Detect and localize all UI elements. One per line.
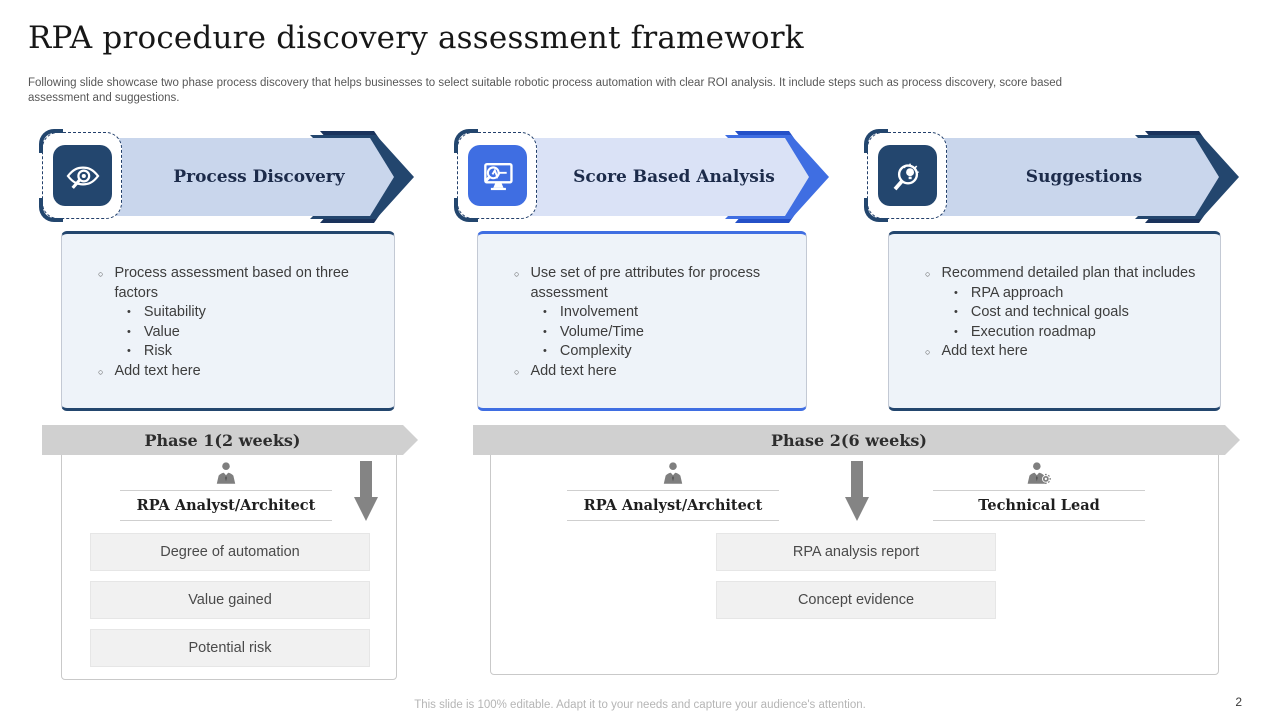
header-label: Suggestions	[1025, 167, 1143, 187]
deliverable-box: Degree of automation	[90, 533, 370, 571]
content-box-suggestions: ○ Recommend detailed plan that includes •…	[888, 231, 1221, 411]
circle-bullet: ○	[925, 269, 931, 279]
sub-bullet-text: Value	[143, 323, 180, 340]
phase1-label: Phase 1(2 weeks)	[144, 430, 301, 450]
down-arrow-icon	[845, 461, 869, 521]
phase2-bar: Phase 2(6 weeks)	[473, 425, 1240, 455]
phase2-label: Phase 2(6 weeks)	[771, 430, 927, 450]
sub-bullet-text: Risk	[143, 343, 173, 359]
header-suggestions: Suggestions	[864, 129, 1265, 223]
divider	[933, 520, 1145, 521]
bullet-list: ○ Use set of pre attributes for process a…	[478, 234, 806, 381]
eye-magnifier-glyph	[66, 165, 99, 189]
sub-bullet-text: Complexity	[559, 343, 632, 359]
bullet-list: ○ Process assessment based on three facto…	[62, 234, 394, 381]
bullet-text: Add text here	[114, 362, 201, 379]
deliverable-box: RPA analysis report	[716, 533, 996, 571]
dot-bullet: •	[954, 325, 958, 338]
divider	[933, 490, 1145, 491]
page-number: 2	[1235, 695, 1242, 709]
deliverable-label: Value gained	[188, 592, 272, 608]
divider	[567, 490, 779, 491]
sub-bullet-text: Execution roadmap	[970, 323, 1096, 340]
phase2-container: RPA Analyst/Architect	[490, 450, 1219, 675]
circle-bullet: ○	[98, 366, 104, 377]
dot-bullet: •	[954, 286, 958, 299]
eye-magnifier-icon	[53, 145, 112, 206]
sub-bullet-text: Suitability	[143, 304, 206, 320]
banner-body	[883, 138, 1219, 216]
dot-bullet: •	[543, 325, 547, 338]
bullet-text: Add text here	[530, 362, 617, 379]
deliverable-label: Potential risk	[188, 640, 272, 656]
divider	[120, 520, 332, 521]
analyst-person-icon	[216, 462, 236, 484]
monitor-magnifier-glyph	[483, 162, 513, 190]
header-score-based-analysis: Score Based Analysis	[454, 129, 855, 223]
sub-bullet-text: Cost and technical goals	[970, 304, 1129, 320]
dot-bullet: •	[127, 345, 131, 357]
analyst-person-icon	[663, 462, 683, 484]
phase1-role: RPA Analyst/Architect	[120, 461, 332, 524]
role-name: RPA Analyst/Architect	[136, 497, 316, 514]
phase1-bar: Phase 1(2 weeks)	[42, 425, 418, 455]
role-name: Technical Lead	[978, 497, 1100, 514]
phase2-role-technical-lead: Technical Lead	[933, 461, 1145, 524]
dot-bullet: •	[543, 306, 547, 318]
sub-bullet-text: Volume/Time	[559, 323, 644, 340]
sub-bullet-text: Involvement	[559, 304, 639, 320]
down-arrow-icon	[354, 461, 378, 521]
circle-bullet: ○	[98, 269, 104, 279]
deliverable-label: RPA analysis report	[792, 544, 920, 560]
role-name: RPA Analyst/Architect	[583, 497, 763, 514]
bullet-text: Add text here	[941, 343, 1028, 359]
icon-frame	[454, 129, 537, 222]
content-box-process-discovery: ○ Process assessment based on three facto…	[61, 231, 395, 411]
header-label: Process Discovery	[173, 167, 345, 187]
footer-note: This slide is 100% editable. Adapt it to…	[414, 699, 866, 711]
bullet-text: Recommend detailed plan that includes	[941, 265, 1196, 281]
icon-frame	[39, 129, 122, 222]
banner-body	[473, 138, 809, 216]
technical-lead-gear-icon	[1027, 462, 1051, 484]
dot-bullet: •	[127, 325, 131, 338]
bullet-text: Process assessment based on three factor…	[114, 265, 349, 301]
sub-bullet-text: RPA approach	[970, 284, 1064, 301]
dot-bullet: •	[954, 306, 958, 318]
deliverable-label: Concept evidence	[797, 592, 915, 608]
dot-bullet: •	[127, 306, 131, 318]
divider	[567, 520, 779, 521]
header-label: Score Based Analysis	[573, 167, 775, 187]
phase1-container: RPA Analyst/Architect Degree of automati…	[61, 450, 397, 680]
slide-subtitle: Following slide showcase two phase proce…	[28, 77, 1063, 105]
icon-frame	[864, 129, 947, 222]
page-title: RPA procedure discovery assessment frame…	[28, 20, 804, 56]
bulb-magnifier-glyph	[893, 163, 919, 190]
circle-bullet: ○	[514, 269, 520, 279]
header-process-discovery: Process Discovery	[39, 129, 440, 223]
arrow-banner-shape	[473, 131, 829, 223]
deliverable-box: Concept evidence	[716, 581, 996, 619]
banner-body	[58, 138, 394, 216]
bullet-list: ○ Recommend detailed plan that includes •…	[889, 234, 1220, 362]
deliverable-box: Value gained	[90, 581, 370, 619]
arrow-banner-shape	[58, 131, 414, 223]
deliverable-box: Potential risk	[90, 629, 370, 667]
arrow-banner-shape	[883, 131, 1239, 223]
monitor-magnifier-icon	[468, 145, 527, 206]
deliverable-label: Degree of automation	[160, 544, 300, 560]
bulb-magnifier-icon	[878, 145, 937, 206]
bullet-text: Use set of pre attributes for process as…	[530, 265, 761, 301]
divider	[120, 490, 332, 491]
dot-bullet: •	[543, 345, 547, 357]
content-box-score-based-analysis: ○ Use set of pre attributes for process a…	[477, 231, 807, 411]
circle-bullet: ○	[514, 366, 520, 377]
phase2-role-analyst: RPA Analyst/Architect	[567, 461, 779, 524]
circle-bullet: ○	[925, 347, 931, 357]
